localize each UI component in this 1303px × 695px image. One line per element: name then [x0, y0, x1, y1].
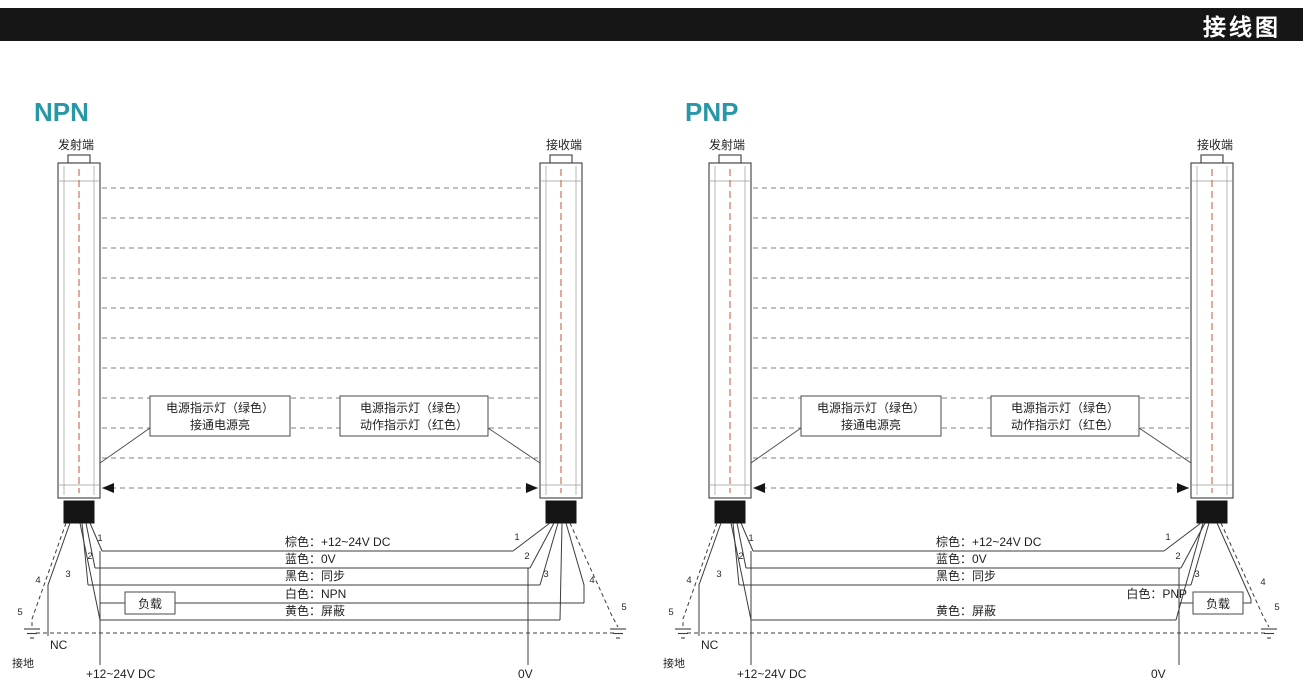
pin-number: 1 [1165, 532, 1170, 543]
transmitter-connector [63, 500, 95, 524]
wire-label-black: 黑色：同步 [936, 569, 996, 583]
receiver-label: 接收端 [546, 137, 582, 152]
pnp-title: PNP [685, 97, 739, 127]
pin-number: 4 [35, 575, 40, 586]
pin-number: 4 [589, 575, 594, 586]
wire-label-yellow: 黄色：屏蔽 [936, 604, 996, 618]
sync-arrow-right [1177, 483, 1189, 493]
wire-label-white: 白色：PNP [1126, 586, 1187, 601]
nc-label: NC [50, 638, 68, 652]
wire-label-black: 黑色：同步 [285, 569, 345, 583]
page-title: 接线图 [1203, 13, 1281, 40]
power-indicator-callout: 电源指示灯（绿色） 接通电源亮 [99, 395, 291, 464]
sync-arrow-right [526, 483, 538, 493]
pin-number: 5 [621, 602, 626, 613]
transmitter-unit: 发射端 [57, 137, 101, 524]
nc-label: NC [701, 638, 719, 652]
pin-number: 3 [65, 569, 70, 580]
pin-number: 1 [748, 533, 753, 544]
receiver-connector [1196, 500, 1228, 524]
npn-diagram: 发射端 接收端 [12, 137, 627, 681]
wiring [682, 522, 1270, 665]
supply-label: +12~24V DC [737, 667, 807, 681]
action-indicator-line1: 电源指示灯（绿色） [360, 400, 468, 415]
power-indicator-line2: 接通电源亮 [190, 417, 250, 432]
wire-label-yellow: 黄色：屏蔽 [285, 604, 345, 618]
pin-number: 5 [668, 607, 673, 618]
pin-number: 2 [1175, 551, 1180, 562]
action-indicator-line2: 动作指示灯（红色） [1011, 417, 1119, 432]
load-box: 负载 [124, 591, 176, 615]
pin-number: 2 [87, 551, 92, 562]
load-box: 负载 [1192, 591, 1244, 615]
pin-number: 2 [738, 551, 743, 562]
load-label: 负载 [1206, 597, 1230, 611]
pin-number: 1 [97, 533, 102, 544]
sync-arrow-left [753, 483, 765, 493]
wiring [31, 522, 619, 665]
receiver-label: 接收端 [1197, 137, 1233, 152]
power-indicator-line1: 电源指示灯（绿色） [817, 400, 925, 415]
pin-number: 1 [514, 532, 519, 543]
pin-number: 2 [524, 551, 529, 562]
power-indicator-line2: 接通电源亮 [841, 417, 901, 432]
light-beams [753, 187, 1189, 489]
transmitter-connector [714, 500, 746, 524]
pin-number: 4 [1260, 577, 1265, 588]
ground-label: 接地 [12, 657, 34, 670]
zero-volt-label: 0V [1151, 667, 1166, 681]
zero-volt-label: 0V [518, 667, 533, 681]
pin-number: 5 [1274, 602, 1279, 613]
pin-number: 3 [543, 569, 548, 580]
npn-title: NPN [34, 97, 89, 127]
ground-symbol-left [24, 628, 40, 639]
action-indicator-line2: 动作指示灯（红色） [360, 417, 468, 432]
action-indicator-line1: 电源指示灯（绿色） [1011, 400, 1119, 415]
sync-arrow-left [102, 483, 114, 493]
light-beams [102, 187, 538, 489]
transmitter-label: 发射端 [709, 137, 745, 152]
transmitter-unit: 发射端 [708, 137, 752, 524]
pin-number: 5 [17, 607, 22, 618]
power-indicator-line1: 电源指示灯（绿色） [166, 400, 274, 415]
receiver-unit: 接收端 [1190, 137, 1234, 524]
ground-symbol-left [675, 628, 691, 639]
transmitter-label: 发射端 [58, 137, 94, 152]
ground-symbol-right [610, 628, 626, 639]
wire-label-brown: 棕色：+12~24V DC [936, 534, 1042, 549]
page-header: 接线图 [0, 8, 1303, 41]
ground-symbol-right [1261, 628, 1277, 639]
npn-panel: NPN 发射端 [0, 97, 651, 688]
receiver-connector [545, 500, 577, 524]
pin-number: 4 [686, 575, 691, 586]
wire-label-blue: 蓝色：0V [936, 552, 987, 566]
action-indicator-callout: 电源指示灯（绿色） 动作指示灯（红色） [990, 395, 1192, 464]
pin-number: 3 [1194, 569, 1199, 580]
pnp-diagram: 发射端 接收端 [663, 137, 1280, 681]
load-label: 负载 [138, 597, 162, 611]
diagram-area: NPN 发射端 [0, 97, 1303, 688]
pnp-panel: PNP 发射端 [651, 97, 1302, 688]
supply-label: +12~24V DC [86, 667, 156, 681]
wire-label-blue: 蓝色：0V [285, 552, 336, 566]
receiver-unit: 接收端 [539, 137, 583, 524]
ground-label: 接地 [663, 657, 685, 670]
wire-label-white: 白色：NPN [285, 586, 346, 601]
action-indicator-callout: 电源指示灯（绿色） 动作指示灯（红色） [339, 395, 541, 464]
power-indicator-callout: 电源指示灯（绿色） 接通电源亮 [750, 395, 942, 464]
wire-label-brown: 棕色：+12~24V DC [285, 534, 391, 549]
pin-number: 3 [716, 569, 721, 580]
